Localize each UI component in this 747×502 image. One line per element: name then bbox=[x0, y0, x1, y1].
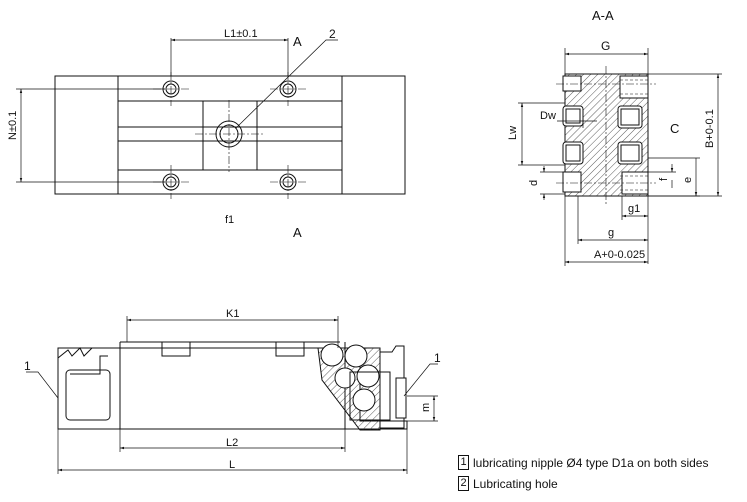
dim-N-label: N±0.1 bbox=[7, 111, 19, 140]
section-title: A-A bbox=[592, 8, 614, 23]
label-f1: f1 bbox=[225, 214, 234, 226]
callout-2: 2 bbox=[329, 27, 336, 41]
dim-Lw-label: Lw bbox=[507, 126, 519, 140]
dim-g1-label: g1 bbox=[628, 203, 640, 215]
middle-bar bbox=[117, 126, 343, 142]
dim-A-label: A+0-0.025 bbox=[594, 249, 645, 261]
dim-L1-label: L1±0.1 bbox=[224, 28, 258, 40]
dim-L2-label: L2 bbox=[226, 437, 238, 449]
legend-text: lubricating nipple Ø4 type D1a on both s… bbox=[473, 455, 709, 470]
dim-B-label: B+0-0.1 bbox=[704, 109, 716, 148]
dim-d-label: d bbox=[528, 180, 540, 186]
top-view bbox=[16, 38, 406, 199]
top-rail bbox=[117, 75, 343, 102]
label-C: C bbox=[670, 121, 679, 136]
callout-1-right: 1 bbox=[434, 351, 441, 365]
legend-number-box: 2 bbox=[458, 476, 469, 491]
mount-holes bbox=[162, 80, 297, 191]
section-marker-bottom: A bbox=[293, 225, 302, 240]
callout-1-left: 1 bbox=[24, 359, 31, 373]
dim-m-label: m bbox=[420, 403, 432, 412]
dim-f-label: f bbox=[658, 177, 670, 181]
legend-number-box: 1 bbox=[458, 455, 469, 470]
section-dims bbox=[518, 48, 722, 266]
legend-item-1: 1 lubricating nipple Ø4 type D1a on both… bbox=[458, 455, 708, 470]
center-block bbox=[202, 100, 258, 171]
dim-g-label: g bbox=[608, 227, 614, 239]
section-view bbox=[556, 66, 656, 204]
dim-K1-label: K1 bbox=[226, 308, 239, 320]
dim-e-label: e bbox=[682, 177, 694, 183]
dim-Dw-label: Dw bbox=[540, 110, 556, 122]
side-dims bbox=[26, 316, 438, 474]
legend-item-2: 2 Lubricating hole bbox=[458, 476, 558, 491]
section-marker-top: A bbox=[293, 34, 302, 49]
side-view bbox=[57, 341, 408, 431]
dim-G-label: G bbox=[601, 39, 610, 53]
body-outline bbox=[54, 75, 406, 195]
legend-text: Lubricating hole bbox=[473, 476, 558, 491]
dim-L-label: L bbox=[229, 459, 235, 471]
